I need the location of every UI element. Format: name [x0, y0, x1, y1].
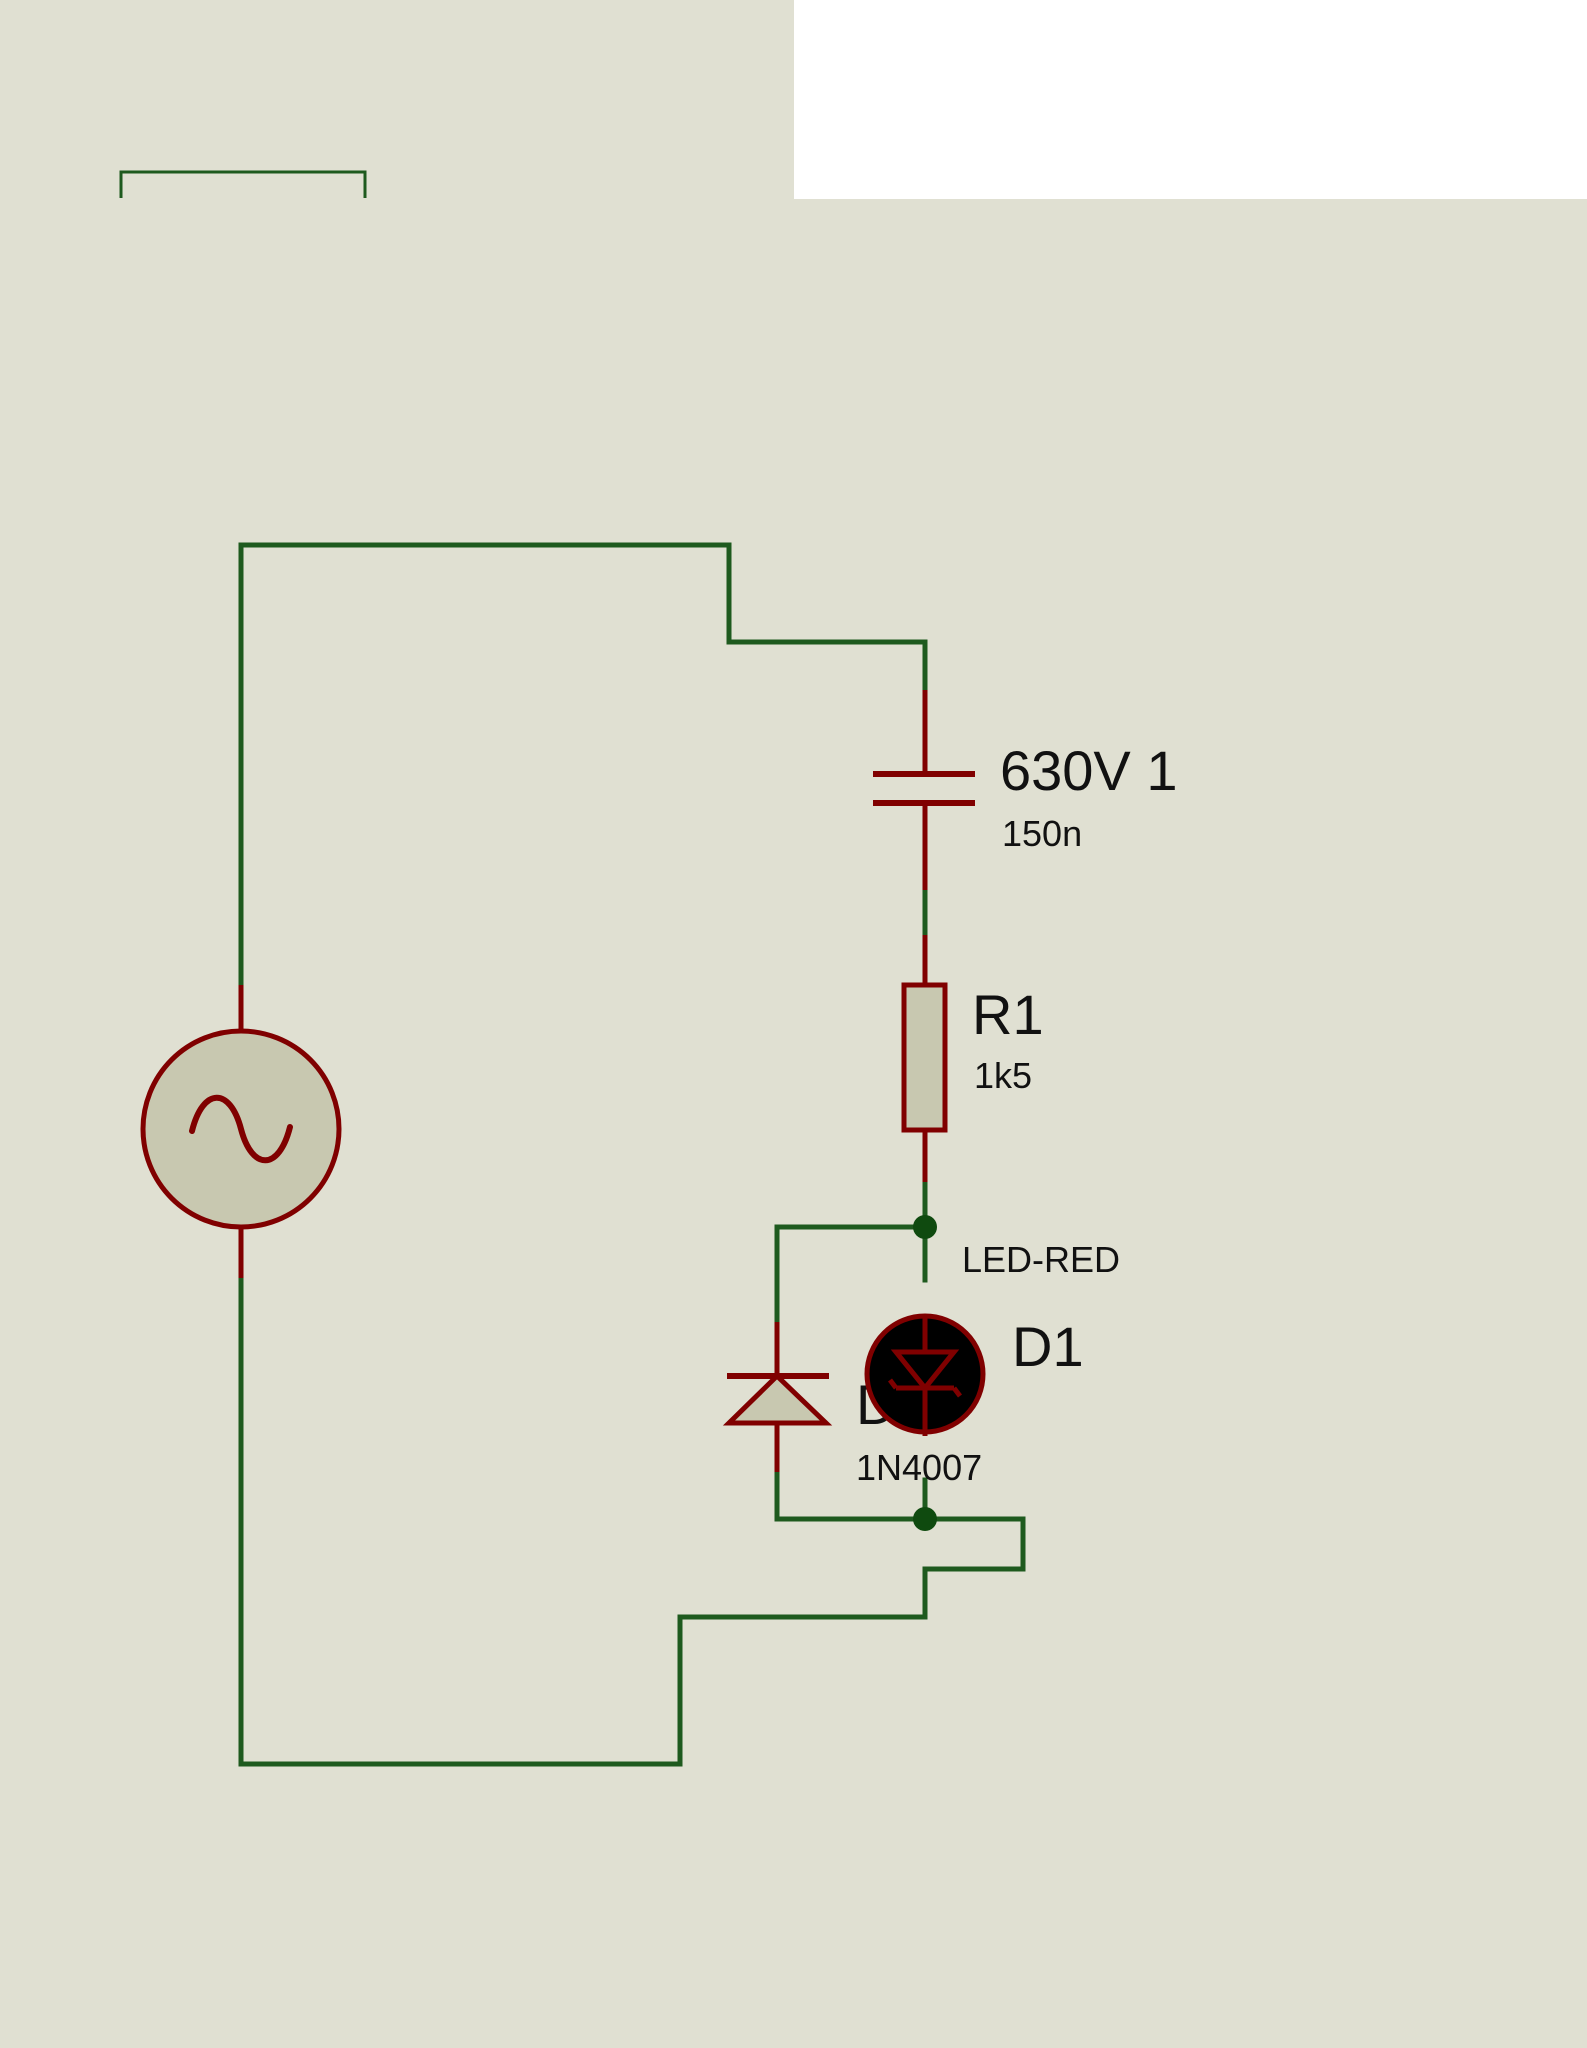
capacitor-ref-label: 630V 1	[1000, 739, 1178, 802]
led-ref-label: D1	[1012, 1315, 1084, 1378]
resistor-body	[901, 982, 948, 1133]
sheet-cutout	[794, 0, 1587, 199]
wire-diode-top[interactable]	[774, 1224, 928, 1325]
wire-top-loop[interactable]	[238, 542, 928, 988]
led-triangle	[890, 1349, 960, 1392]
resistor-value-label: 1k5	[974, 1055, 1032, 1096]
led-value-label: LED-RED	[962, 1239, 1120, 1280]
ac-source[interactable]	[140, 985, 342, 1278]
sine-wave-icon	[189, 1094, 293, 1164]
rectifier-diode[interactable]	[722, 1322, 833, 1472]
sheet-bracket-mark	[119, 170, 367, 198]
resistor-ref-label: R1	[972, 983, 1044, 1046]
capacitor-value-label: 150n	[1002, 813, 1082, 854]
led[interactable]	[864, 1313, 986, 1436]
junction-dot-bottom	[913, 1507, 937, 1531]
diode-value-label: 1N4007	[856, 1447, 982, 1488]
wire-diode-bottom[interactable]	[238, 1275, 1026, 1767]
junction-dot-top	[913, 1215, 937, 1239]
capacitor[interactable]	[873, 690, 975, 890]
resistor[interactable]	[901, 935, 948, 1182]
